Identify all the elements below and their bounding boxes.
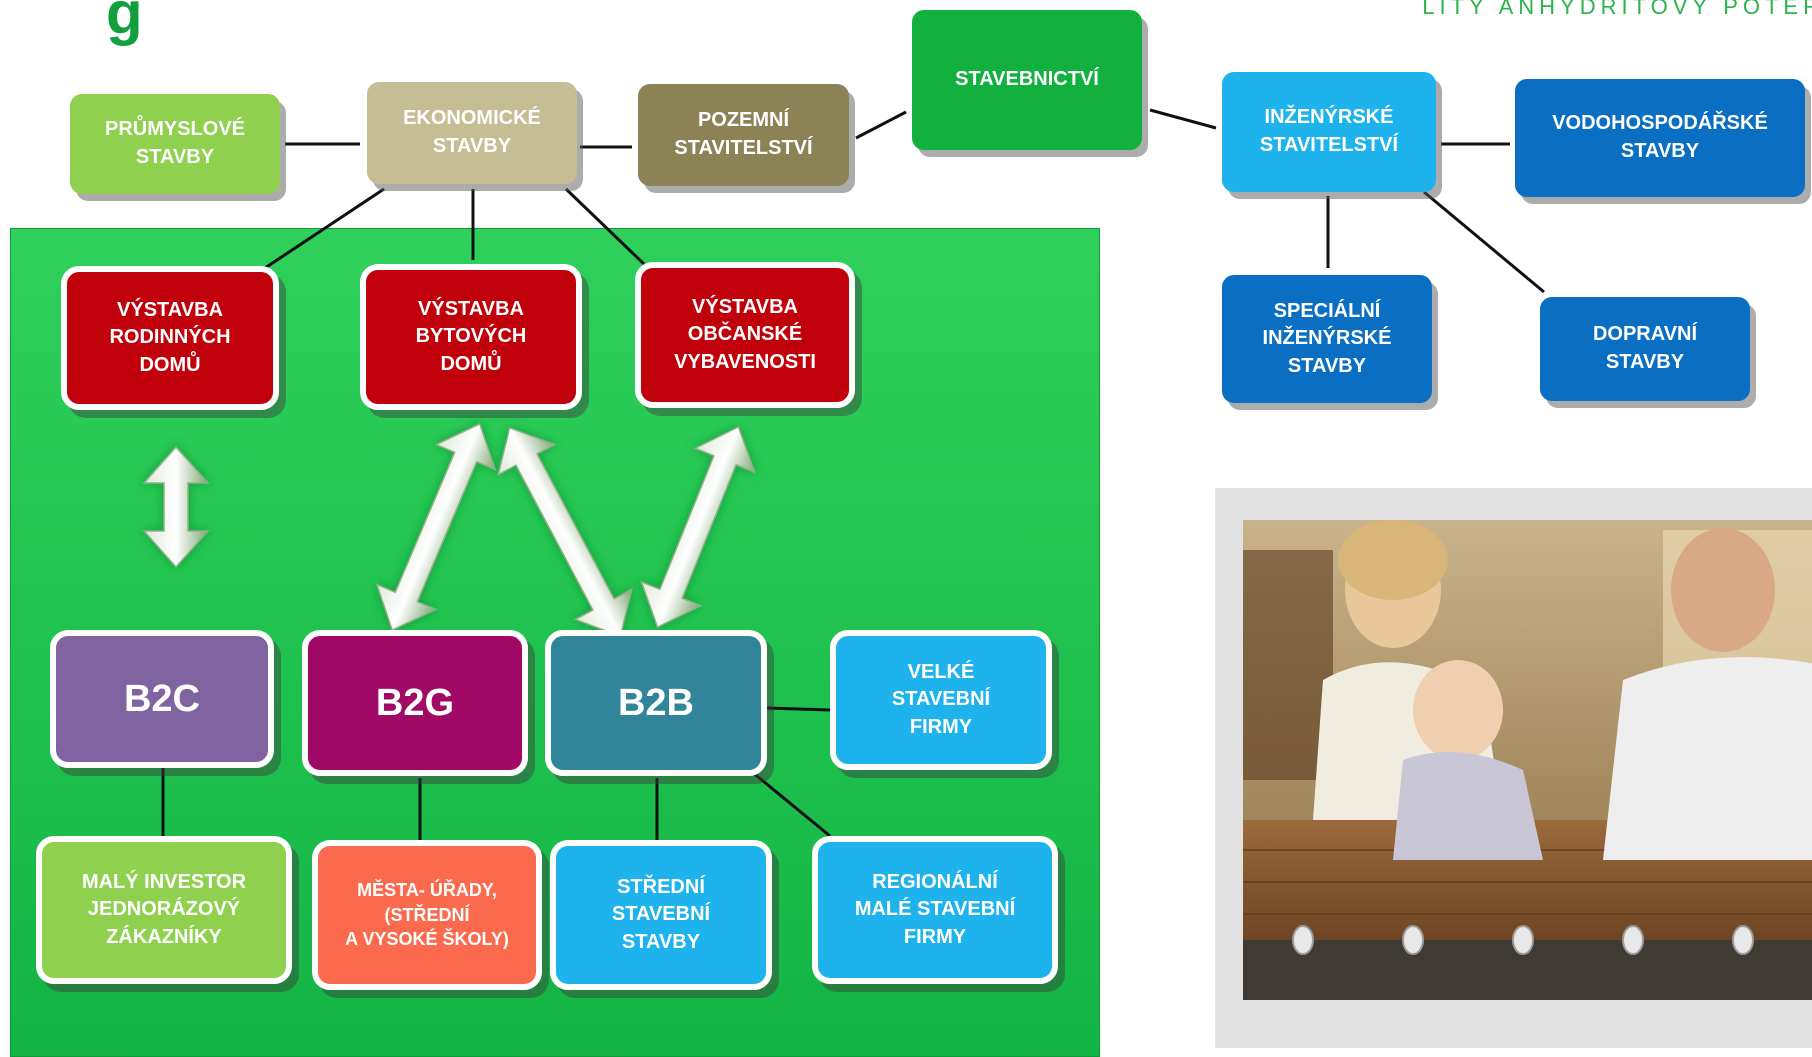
node-b2b: B2B <box>545 630 767 776</box>
header-tagline: LITÝ ANHYDRITOVÝ POTĚR <box>1422 0 1812 19</box>
node-vystavba-obcanske-vybavenosti: VÝSTAVBA OBČANSKÉ VYBAVENOSTI <box>635 262 855 408</box>
node-stredni-stavebni-stavby: STŘEDNÍ STAVEBNÍ STAVBY <box>550 840 772 990</box>
line-stavebnictvi-inzenyrske <box>1149 108 1217 130</box>
node-dopravni-stavby: DOPRAVNÍ STAVBY <box>1540 297 1750 401</box>
node-b2c: B2C <box>50 630 274 768</box>
node-specialni-inzenyrske-stavby: SPECIÁLNÍ INŽENÝRSKÉ STAVBY <box>1222 275 1432 403</box>
line-ekonomicke-rodinnych <box>264 187 385 270</box>
node-pozemni-stavitelstvi: POZEMNÍ STAVITELSTVÍ <box>638 84 849 186</box>
node-vystavba-bytovych-domu: VÝSTAVBA BYTOVÝCH DOMŮ <box>360 264 582 410</box>
line-b2b-velke <box>766 706 831 712</box>
double-arrow-icon <box>375 422 497 632</box>
node-mesta-urady: MĚSTA- ÚŘADY, (STŘEDNÍ A VYSOKÉ ŠKOLY) <box>312 840 542 990</box>
node-vodohospodarske-stavby: VODOHOSPODÁŘSKÉ STAVBY <box>1515 79 1805 197</box>
node-regionalni-male-stavebni-firmy: REGIONÁLNÍ MALÉ STAVEBNÍ FIRMY <box>812 836 1058 984</box>
node-prumyslove-stavby: PRŮMYSLOVÉ STAVBY <box>70 94 280 194</box>
node-ekonomicke-stavby: EKONOMICKÉ STAVBY <box>367 82 577 184</box>
double-arrow-icon <box>142 445 210 569</box>
double-arrow-icon <box>497 426 633 638</box>
node-b2g: B2G <box>302 630 528 776</box>
line-pozemni-stavebnictvi <box>855 110 907 140</box>
node-inzenyrske-stavitelstvi: INŽENÝRSKÉ STAVITELSTVÍ <box>1222 72 1436 192</box>
family-floor-photo-illustration <box>1243 520 1812 1000</box>
node-vystavba-rodinnych-domu: VÝSTAVBA RODINNÝCH DOMŮ <box>61 266 279 410</box>
node-maly-investor: MALÝ INVESTOR JEDNORÁZOVÝ ZÁKAZNÍKY <box>36 836 292 984</box>
node-velke-stavebni-firmy: VELKÉ STAVEBNÍ FIRMY <box>830 630 1052 770</box>
line-ekonomicke-obcanske <box>564 187 646 266</box>
double-arrow-icon <box>640 425 756 629</box>
family-floor-photo <box>1243 520 1812 1000</box>
line-inzenyrske-dopravni <box>1423 190 1545 294</box>
node-stavebnictvi: STAVEBNICTVÍ <box>912 10 1142 150</box>
header-title-fragment: g <box>106 0 143 46</box>
line-b2b-regionalni <box>751 770 831 838</box>
